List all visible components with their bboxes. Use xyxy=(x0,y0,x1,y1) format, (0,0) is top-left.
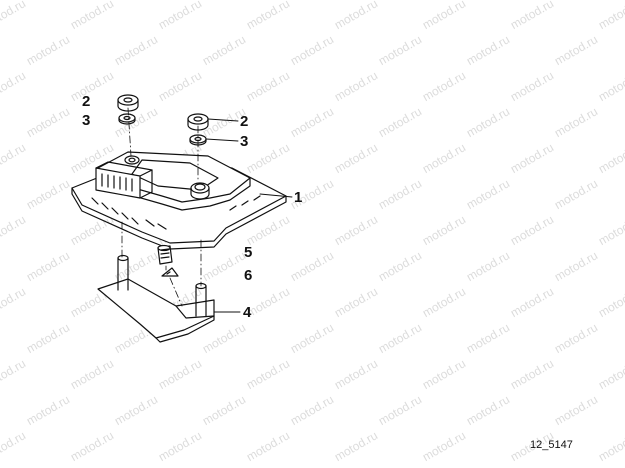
callout-1: 1 xyxy=(294,189,303,206)
washer-left xyxy=(118,113,136,125)
callout-3-right: 3 xyxy=(240,133,249,150)
callout-4: 4 xyxy=(243,304,252,321)
figure-id: 12_5147 xyxy=(530,439,573,451)
leader-lines xyxy=(205,118,293,313)
lock-washer xyxy=(161,267,179,277)
callout-6: 6 xyxy=(244,267,253,284)
alignment-lines xyxy=(121,107,202,307)
screw xyxy=(157,244,173,265)
callout-3-left: 3 xyxy=(82,112,91,129)
ignition-control-module xyxy=(95,151,251,211)
callout-2-left: 2 xyxy=(82,93,91,110)
bracket xyxy=(97,254,215,343)
callout-2-right: 2 xyxy=(240,113,249,130)
callout-5: 5 xyxy=(244,244,253,261)
